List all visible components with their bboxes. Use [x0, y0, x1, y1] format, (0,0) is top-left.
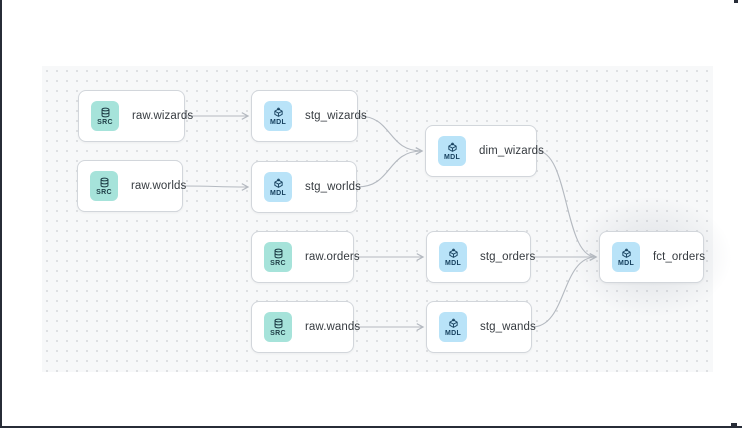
model-badge: MDL — [439, 242, 467, 272]
cube-icon — [448, 318, 459, 329]
model-badge: MDL — [264, 172, 292, 202]
node-stg_worlds[interactable]: MDL stg_worlds — [251, 161, 361, 213]
model-badge: MDL — [612, 242, 640, 272]
node-raw_wands[interactable]: SRC raw.wands — [251, 301, 360, 353]
node-dim_wizards[interactable]: MDL dim_wizards — [425, 125, 544, 177]
cube-icon — [273, 178, 284, 189]
node-fct_orders[interactable]: MDL fct_orders — [599, 231, 706, 283]
database-icon — [273, 318, 284, 329]
model-badge: MDL — [439, 312, 467, 342]
node-label: dim_wizards — [479, 145, 545, 157]
window-frame-bottom — [0, 426, 742, 428]
source-badge: SRC — [264, 312, 292, 342]
model-badge: MDL — [438, 136, 466, 166]
window-frame-left — [0, 0, 2, 428]
window-frame-corner-tr — [734, 0, 738, 3]
node-stg_orders[interactable]: MDL stg_orders — [426, 231, 535, 283]
cube-icon — [273, 107, 284, 118]
database-icon — [100, 107, 111, 118]
cube-icon — [621, 248, 632, 259]
node-raw_worlds[interactable]: SRC raw.worlds — [77, 160, 187, 212]
node-label: raw.wands — [305, 321, 361, 333]
node-label: raw.worlds — [131, 180, 187, 192]
node-label: raw.wizards — [132, 110, 194, 122]
node-label: fct_orders — [653, 251, 706, 263]
node-label: stg_wands — [480, 321, 536, 333]
window-frame-corner-br — [731, 423, 737, 428]
node-label: raw.orders — [305, 251, 360, 263]
node-label: stg_wizards — [305, 110, 367, 122]
node-raw_orders[interactable]: SRC raw.orders — [251, 231, 360, 283]
database-icon — [99, 177, 110, 188]
node-label: stg_worlds — [305, 181, 361, 193]
node-stg_wands[interactable]: MDL stg_wands — [426, 301, 536, 353]
cube-icon — [448, 248, 459, 259]
node-raw_wizards[interactable]: SRC raw.wizards — [78, 90, 193, 142]
source-badge: SRC — [264, 242, 292, 272]
source-badge: SRC — [91, 101, 119, 131]
node-label: stg_orders — [480, 251, 536, 263]
node-stg_wizards[interactable]: MDL stg_wizards — [251, 90, 367, 142]
cube-icon — [447, 142, 458, 153]
database-icon — [273, 248, 284, 259]
model-badge: MDL — [264, 101, 292, 131]
source-badge: SRC — [90, 171, 118, 201]
